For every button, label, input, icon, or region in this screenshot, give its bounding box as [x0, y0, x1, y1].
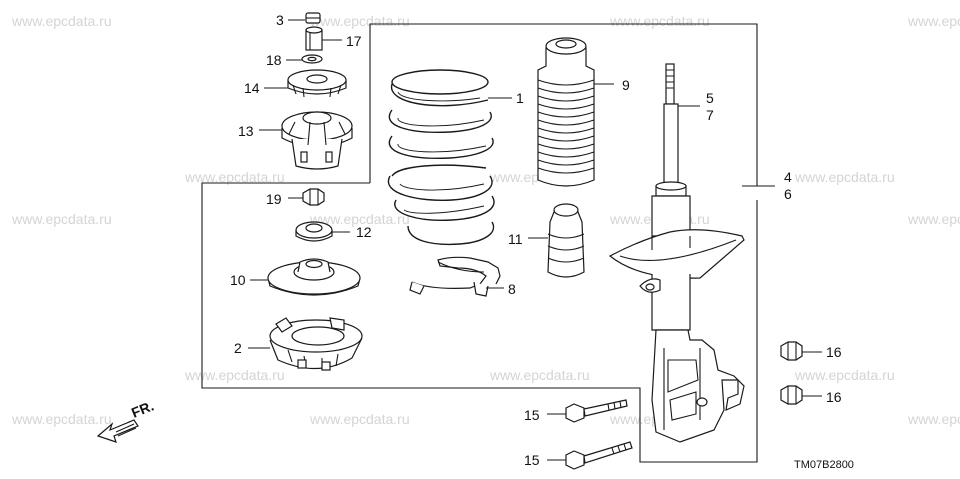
assembly-frame	[201, 23, 775, 463]
part-9-dust-boot	[537, 37, 614, 187]
part-16-flange-nut-lower	[780, 385, 822, 405]
callout-9: 9	[622, 77, 630, 93]
callout-15-upper: 15	[524, 407, 540, 423]
watermark: www.epcdata.ru	[184, 169, 285, 185]
watermark: www.epcdata.ru	[309, 211, 410, 227]
part-17-collar	[305, 26, 342, 51]
watermark: www.epcdata.ru	[309, 13, 410, 29]
watermark-layer: www.epcdata.ru www.epcdata.ru www.epcdat…	[11, 13, 960, 427]
part-4-strut-assembly	[608, 63, 757, 443]
watermark: www.epcdata.ru	[907, 411, 960, 427]
part-2-lower-insulator	[248, 317, 363, 371]
callout-19: 19	[266, 191, 282, 207]
callout-1: 1	[516, 90, 524, 106]
callout-13: 13	[238, 123, 254, 139]
watermark: www.epcdata.ru	[184, 367, 285, 383]
watermark: www.epcdata.ru	[11, 411, 112, 427]
callout-11: 11	[508, 231, 523, 247]
watermark: www.epcdata.ru	[489, 367, 590, 383]
callout-15-lower: 15	[524, 452, 540, 468]
callout-7: 7	[706, 107, 714, 123]
callout-4: 4	[784, 169, 792, 185]
callout-3: 3	[276, 12, 284, 28]
part-10-upper-spring-seat	[250, 258, 361, 296]
part-15-bolt-upper	[547, 399, 628, 423]
part-1-coil-spring	[387, 69, 512, 246]
callout-16-upper: 16	[826, 344, 842, 360]
watermark: www.epcdata.ru	[11, 13, 112, 29]
watermark: www.epcdata.ru	[907, 211, 960, 227]
part-8-spring-seat-rubber	[409, 256, 504, 297]
watermark: www.epcdata.ru	[794, 169, 895, 185]
callout-5: 5	[706, 90, 714, 106]
callout-12: 12	[356, 224, 372, 240]
part-15-bolt-lower	[547, 441, 633, 470]
diagram-code: TM07B2800	[794, 459, 854, 471]
watermark: www.epcdata.ru	[309, 411, 410, 427]
watermark: www.epcdata.ru	[794, 367, 895, 383]
part-13-strut-mount	[259, 111, 353, 170]
direction-label: FR.	[129, 397, 156, 420]
watermark: www.epcdata.ru	[11, 211, 112, 227]
front-direction-arrow: FR.	[96, 397, 156, 443]
callout-layer: 3 17 18 14 13 19 12 10 2 1 9 11 8 5 7 4 …	[230, 12, 842, 468]
watermark: www.epcdata.ru	[609, 13, 710, 29]
callout-14: 14	[244, 80, 260, 96]
callout-17: 17	[346, 33, 362, 49]
part-14-bearing	[264, 69, 347, 98]
part-19-nut	[288, 188, 325, 206]
callout-16-lower: 16	[826, 389, 842, 405]
callout-10: 10	[230, 272, 246, 288]
part-11-bump-stop	[528, 203, 585, 278]
part-18-washer	[286, 54, 323, 64]
part-3-nut	[288, 12, 321, 24]
callout-8: 8	[508, 281, 516, 297]
part-16-flange-nut-upper	[780, 341, 822, 361]
part-12-bump-rubber	[295, 221, 350, 242]
callout-18: 18	[266, 52, 282, 68]
callout-2: 2	[234, 340, 242, 356]
callout-6: 6	[784, 186, 792, 202]
watermark: www.epcdata.ru	[907, 13, 960, 29]
